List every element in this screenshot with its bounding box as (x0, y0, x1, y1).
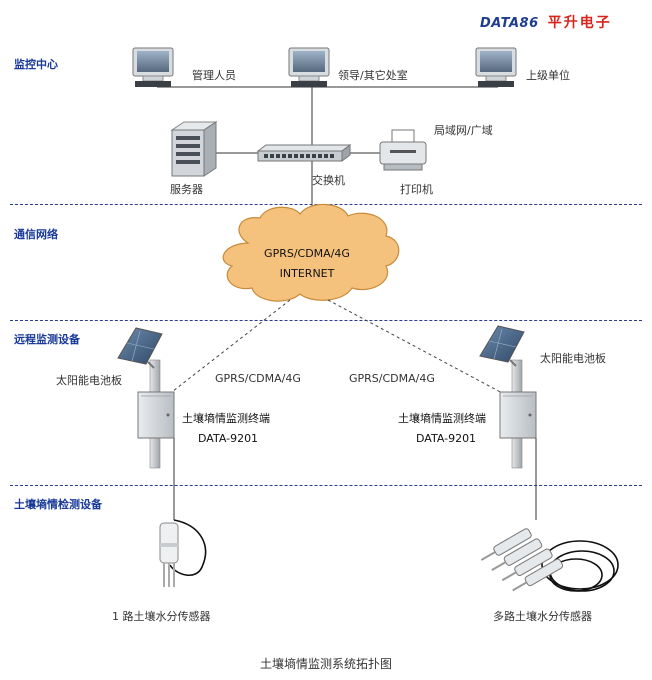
label-terminal-right-model: DATA-9201 (416, 432, 477, 445)
label-sensor-multi: 多路土壤水分传感器 (493, 610, 592, 623)
section-title-remote-device: 远程监测设备 (14, 333, 80, 346)
label-printer: 打印机 (400, 183, 433, 196)
remote-station-left (117, 327, 175, 520)
cloud-text-internet: INTERNET (279, 267, 335, 280)
solar-panel-right-icon (479, 325, 525, 367)
brand-name-cn: 平升电子 (547, 15, 612, 31)
computer-icon-admin (132, 47, 174, 87)
brand-name-en: DATA86 (480, 16, 539, 31)
lan-lines (157, 86, 498, 232)
label-superior: 上级单位 (526, 69, 570, 82)
server-icon (170, 121, 218, 177)
solar-panel-left-icon (117, 327, 163, 369)
label-switch: 交换机 (312, 174, 345, 187)
label-sensor-single: 1 路土壤水分传感器 (112, 610, 211, 623)
divider-remote-soil (10, 485, 642, 486)
multi-sensor-icon (480, 528, 619, 592)
computer-icon-leader (288, 47, 330, 87)
label-terminal-left-model: DATA-9201 (198, 432, 259, 445)
printer-icon (379, 129, 427, 171)
label-server: 服务器 (170, 183, 203, 196)
brand-logo: DATA86 平升电子 (480, 12, 612, 32)
label-leader: 领导/其它处室 (338, 69, 408, 82)
section-title-soil-device: 土壤墒情检测设备 (14, 498, 102, 511)
cloud-text-network: GPRS/CDMA/4G (264, 247, 350, 260)
switch-icon (256, 144, 352, 162)
diagram-caption: 土壤墒情监测系统拓扑图 (259, 657, 392, 671)
divider-network-remote (10, 320, 642, 321)
label-solar-right: 太阳能电池板 (540, 352, 606, 365)
label-link-right: GPRS/CDMA/4G (349, 372, 435, 385)
label-terminal-left-name: 土壤墒情监测终端 (182, 412, 270, 425)
label-lan-wan: 局域网/广域 (434, 124, 493, 137)
label-link-left: GPRS/CDMA/4G (215, 372, 301, 385)
cloud-shape (222, 203, 400, 302)
wireless-links (167, 299, 507, 396)
single-sensor-icon (159, 519, 207, 587)
section-title-monitoring-center: 监控中心 (14, 58, 58, 71)
label-terminal-right-name: 土壤墒情监测终端 (398, 412, 486, 425)
section-title-network: 通信网络 (14, 228, 58, 241)
remote-station-right (479, 325, 537, 520)
label-solar-left: 太阳能电池板 (56, 374, 122, 387)
label-admin: 管理人员 (192, 69, 236, 82)
computer-icon-superior (475, 47, 517, 87)
